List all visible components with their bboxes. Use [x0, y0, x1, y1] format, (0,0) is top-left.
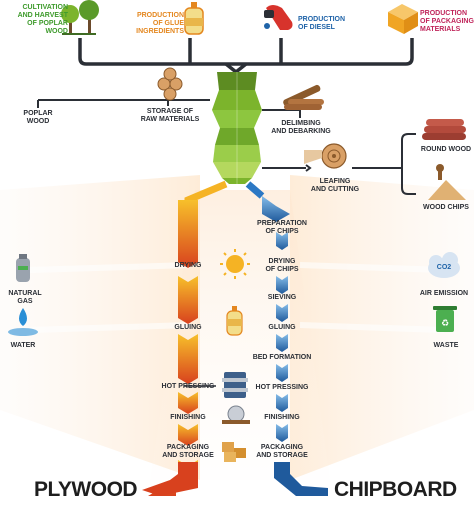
label-round-wood: ROUND WOOD: [420, 146, 472, 153]
poplar-wood-connector: [37, 99, 210, 108]
chipboard-step-sieving: SIEVING: [267, 294, 297, 301]
tree-icon: [61, 0, 99, 35]
plywood-output-arrow: [142, 462, 198, 496]
water-drop-icon: [8, 308, 38, 336]
saw-blade-icon: [222, 405, 250, 424]
label-diesel-production: PRODUCTION OF DIESEL: [298, 16, 346, 31]
rotary-lathe-icon: [304, 143, 347, 169]
label-co2: CO2: [436, 264, 452, 271]
label-waste: WASTE: [433, 342, 459, 349]
chipboard-step-preparation: PREPARATION OF CHIPS: [257, 220, 307, 235]
plywood-step-packaging: PACKAGING AND STORAGE: [162, 444, 214, 459]
debarked-logs-icon: [283, 84, 324, 110]
box-icon: [388, 4, 418, 34]
raw-material-funnel: [212, 72, 262, 184]
chipboard-step-drying: DRYING OF CHIPS: [265, 258, 299, 273]
press-machine-icon: [222, 372, 248, 398]
wood-chips-icon: [428, 164, 466, 200]
label-water: WATER: [10, 342, 36, 349]
label-packaging-production: PRODUCTION OF PACKAGING MATERIALS: [420, 10, 474, 33]
label-leafing: LEAFING AND CUTTING: [310, 178, 360, 193]
chipboard-step-gluing: GLUING: [268, 324, 296, 331]
gas-cylinder-icon: [16, 254, 30, 282]
leafing-connector: [262, 164, 312, 172]
chipboard-step-hot-pressing: HOT PRESSING: [255, 384, 309, 391]
glue-bottle-icon: [184, 2, 204, 35]
output-chipboard: CHIPBOARD: [334, 478, 457, 501]
label-wood-chips: WOOD CHIPS: [423, 204, 469, 211]
plywood-step-hot-pressing: HOT PRESSING: [161, 383, 215, 390]
sun-icon: [220, 249, 250, 279]
svg-text:♻: ♻: [441, 319, 449, 329]
delimbing-connector: [262, 109, 301, 118]
label-cultivation: CULTIVATION AND HARVEST OF POPLAR WOOD: [17, 4, 68, 35]
co2-cloud-icon: [428, 252, 460, 278]
chipboard-step-bed-formation: BED FORMATION: [252, 354, 312, 361]
plywood-step-drying: DRYING: [174, 262, 202, 269]
glue-bottle-small-icon: [226, 306, 243, 336]
fuel-pump-icon: [264, 5, 293, 30]
plywood-chain: [148, 200, 198, 496]
chipboard-output-arrow: [274, 462, 328, 496]
label-air-emission: AIR EMISSION: [419, 290, 469, 297]
trash-bin-icon: ♻: [433, 306, 457, 332]
packaged-boxes-icon: [222, 442, 246, 462]
plywood-step-gluing: GLUING: [174, 324, 202, 331]
round-wood-icon: [422, 119, 466, 140]
label-poplar-wood: POPLAR WOOD: [23, 110, 53, 125]
chipboard-branch-arrow: [245, 181, 265, 199]
label-glue-production: PRODUCTION OF GLUE INGREDIENTS: [136, 12, 184, 35]
byproduct-bracket: [352, 133, 416, 195]
chipboard-chain: [262, 196, 290, 442]
log-stack-icon: [157, 67, 183, 101]
input-connector: [78, 38, 414, 75]
label-delimbing: DELIMBING AND DEBARKING: [271, 120, 331, 135]
chipboard-step-finishing: FINISHING: [264, 414, 300, 421]
chipboard-step-packaging: PACKAGING AND STORAGE: [256, 444, 308, 459]
label-storage: STORAGE OF RAW MATERIALS: [140, 108, 200, 123]
output-plywood: PLYWOOD: [34, 478, 138, 501]
label-natural-gas: NATURAL GAS: [8, 290, 42, 305]
plywood-step-finishing: FINISHING: [170, 414, 206, 421]
